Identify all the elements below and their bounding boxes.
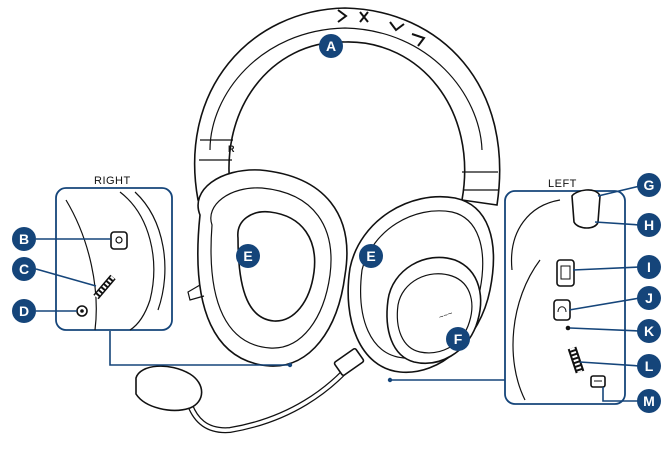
- left-earcup: ~~~: [347, 196, 495, 374]
- right-detail-panel: [55, 187, 173, 331]
- headphone-icon: [553, 299, 571, 321]
- callout-e-left: E: [359, 244, 383, 268]
- callout-leaders: [35, 185, 641, 402]
- left-panel-title: LEFT: [548, 178, 577, 190]
- usb-port-icon: [556, 259, 575, 287]
- callout-e-right: E: [236, 244, 260, 268]
- microphone-boom: [135, 347, 365, 434]
- dial-icon: [567, 346, 585, 374]
- callout-h: H: [637, 213, 661, 237]
- callout-d: D: [12, 299, 36, 323]
- right-marker-glyph: R: [228, 144, 235, 154]
- callout-a: A: [319, 34, 343, 58]
- headband: R: [193, 7, 501, 206]
- callout-l: L: [637, 354, 661, 378]
- callout-g: G: [637, 173, 661, 197]
- volume-wheel-icon: [93, 274, 116, 300]
- callout-b: B: [12, 227, 36, 251]
- toggle-icon: [590, 375, 606, 388]
- right-panel-title: RIGHT: [94, 175, 131, 187]
- power-button-icon: [115, 236, 123, 244]
- left-detail-panel: [504, 189, 626, 405]
- callout-f: F: [446, 327, 470, 351]
- callout-c: C: [12, 257, 36, 281]
- callout-m: M: [637, 389, 661, 413]
- charging-port-icon: [76, 305, 88, 317]
- right-earcup: [187, 169, 348, 367]
- led-indicator-icon: [565, 325, 571, 331]
- callout-j: J: [637, 286, 661, 310]
- callout-k: K: [637, 319, 661, 343]
- callout-i: I: [637, 255, 661, 279]
